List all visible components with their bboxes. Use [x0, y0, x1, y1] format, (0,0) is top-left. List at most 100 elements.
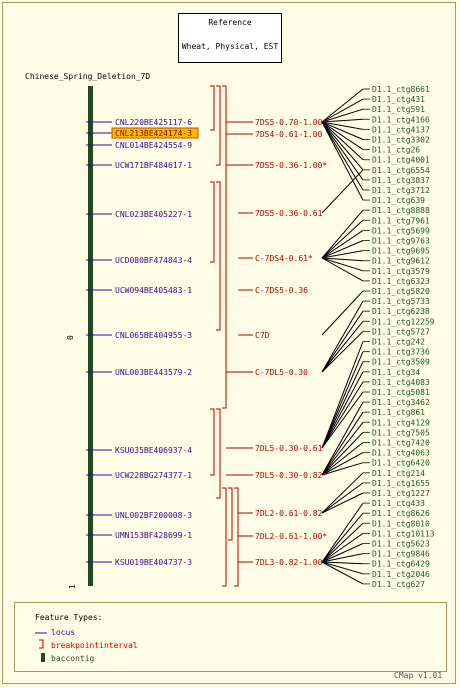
- reference-map-set[interactable]: Wheat, Physical, EST: [181, 42, 279, 51]
- map-title[interactable]: Chinese_Spring_Deletion_7D: [25, 72, 151, 81]
- contig-label[interactable]: D1.1_ctg5727: [372, 327, 430, 336]
- contig-label[interactable]: D1.1_ctg5733: [372, 297, 430, 306]
- locus-label[interactable]: CNL023BE405227-1: [115, 210, 192, 219]
- contig-label[interactable]: D1.1_ctg6420: [372, 459, 430, 468]
- breakpoint-bracket[interactable]: [216, 85, 221, 166]
- correspondence-line: [321, 442, 364, 476]
- breakpoint-bracket[interactable]: [216, 181, 221, 331]
- contig-label[interactable]: D1.1_ctg34: [372, 368, 420, 377]
- contig-label[interactable]: D1.1_ctg861: [372, 408, 425, 417]
- breakpoint-bracket[interactable]: [216, 408, 221, 499]
- contig-label[interactable]: D1.1_ctg10113: [372, 529, 435, 538]
- reference-title: Reference: [208, 18, 252, 27]
- interval-label[interactable]: C-7DS4-0.61*: [255, 254, 313, 263]
- locus-label[interactable]: UNL003BE443579-2: [115, 368, 192, 377]
- contig-label[interactable]: D1.1_ctg3736: [372, 348, 430, 357]
- contig-label[interactable]: D1.1_ctg5699: [372, 226, 430, 235]
- contig-label[interactable]: D1.1_ctg3579: [372, 267, 430, 276]
- contig-label[interactable]: D1.1_ctg4166: [372, 115, 430, 124]
- interval-label[interactable]: 7DL2-0.61-0.82: [255, 509, 323, 518]
- interval-label[interactable]: C7D: [255, 331, 270, 340]
- locus-label[interactable]: CNL014BE424554-9: [115, 141, 192, 150]
- contig-label[interactable]: D1.1_ctg6554: [372, 166, 430, 175]
- contig-label[interactable]: D1.1_ctg6238: [372, 307, 430, 316]
- contig-label[interactable]: D1.1_ctg12259: [372, 317, 435, 326]
- contig-label[interactable]: D1.1_ctg4063: [372, 449, 430, 458]
- contig-label[interactable]: D1.1_ctg7505: [372, 428, 430, 437]
- correspondence-line: [321, 250, 364, 259]
- contig-label[interactable]: D1.1_ctg26: [372, 146, 420, 155]
- contig-label[interactable]: D1.1_ctg6429: [372, 560, 430, 569]
- correspondence-line: [321, 331, 364, 373]
- contig-label[interactable]: D1.1_ctg8010: [372, 519, 430, 528]
- correspondence-line: [321, 121, 364, 181]
- contig-label[interactable]: D1.1_ctg4129: [372, 418, 430, 427]
- breakpoint-bracket[interactable]: [210, 181, 215, 263]
- contig-label[interactable]: D1.1_ctg3509: [372, 358, 430, 367]
- contig-label[interactable]: D1.1_ctg3302: [372, 136, 430, 145]
- correspondence-line: [321, 121, 364, 201]
- interval-label[interactable]: C-7DS5-0.36: [255, 286, 308, 295]
- contig-label[interactable]: D1.1_ctg3462: [372, 398, 430, 407]
- contig-label[interactable]: D1.1_ctg6323: [372, 277, 430, 286]
- breakpoint-bracket[interactable]: [234, 487, 239, 587]
- interval-label[interactable]: 7DS4-0.61-1.00: [255, 130, 323, 139]
- locus-label[interactable]: CNL220BE425117-6: [115, 118, 192, 127]
- contig-label[interactable]: D1.1_ctg214: [372, 469, 425, 478]
- locus-label[interactable]: UMN153BF428699-1: [115, 531, 192, 540]
- interval-label[interactable]: 7DL5-0.30-0.82*: [255, 471, 327, 480]
- contig-label[interactable]: D1.1_ctg7961: [372, 216, 430, 225]
- contig-label[interactable]: D1.1_ctg8661: [372, 85, 430, 94]
- contig-label[interactable]: D1.1_ctg1227: [372, 489, 430, 498]
- contig-label[interactable]: D1.1_ctg627: [372, 580, 425, 589]
- reference-box[interactable]: Reference Wheat, Physical, EST: [178, 13, 282, 63]
- locus-label[interactable]: CNL065BE404955-3: [115, 331, 192, 340]
- contig-label[interactable]: D1.1_ctg9612: [372, 257, 430, 266]
- locus-label[interactable]: UCW094BE405483-1: [115, 286, 192, 295]
- contig-label[interactable]: D1.1_ctg1655: [372, 479, 430, 488]
- contig-label[interactable]: D1.1_ctg2046: [372, 570, 430, 579]
- baccontig-bar[interactable]: [88, 86, 93, 586]
- contig-label[interactable]: D1.1_ctg591: [372, 105, 425, 114]
- contig-label[interactable]: D1.1_ctg8888: [372, 206, 430, 215]
- contig-label[interactable]: D1.1_ctg9695: [372, 247, 430, 256]
- contig-label[interactable]: D1.1_ctg639: [372, 196, 425, 205]
- contig-label[interactable]: D1.1_ctg5081: [372, 388, 430, 397]
- contig-label[interactable]: D1.1_ctg242: [372, 338, 425, 347]
- locus-label[interactable]: UCD080BF474843-4: [115, 256, 192, 265]
- correspondence-line: [321, 88, 364, 123]
- locus-label[interactable]: KSU019BE404737-3: [115, 558, 192, 567]
- interval-label[interactable]: 7DS5-0.36-0.61: [255, 209, 323, 218]
- breakpoint-bracket[interactable]: [222, 85, 227, 409]
- correspondence-line: [321, 371, 364, 449]
- contig-label[interactable]: D1.1_ctg3837: [372, 176, 430, 185]
- interval-label[interactable]: 7DL2-0.61-1.00*: [255, 532, 327, 541]
- correspondence-line: [321, 290, 364, 336]
- contig-label[interactable]: D1.1_ctg4083: [372, 378, 430, 387]
- contig-label[interactable]: D1.1_ctg5623: [372, 540, 430, 549]
- contig-label[interactable]: D1.1_ctg5820: [372, 287, 430, 296]
- interval-label[interactable]: C-7DL5-0.30: [255, 368, 308, 377]
- contig-label[interactable]: D1.1_ctg431: [372, 95, 425, 104]
- contig-label[interactable]: D1.1_ctg3712: [372, 186, 430, 195]
- contig-label[interactable]: D1.1_ctg433: [372, 499, 425, 508]
- contig-label[interactable]: D1.1_ctg4137: [372, 125, 430, 134]
- interval-label[interactable]: 7DL5-0.30-0.61: [255, 444, 323, 453]
- breakpoint-bracket[interactable]: [210, 408, 215, 476]
- interval-label[interactable]: 7DL3-0.82-1.00: [255, 558, 323, 567]
- interval-label[interactable]: 7DS5-0.36-1.00*: [255, 161, 327, 170]
- locus-label[interactable]: UNL002BF200008-3: [115, 511, 192, 520]
- breakpoint-bracket[interactable]: [228, 487, 233, 541]
- locus-label[interactable]: UCW171BF484617-1: [115, 161, 192, 170]
- contig-label[interactable]: D1.1_ctg7420: [372, 439, 430, 448]
- contig-label[interactable]: D1.1_ctg4001: [372, 156, 430, 165]
- contig-label[interactable]: D1.1_ctg8626: [372, 509, 430, 518]
- contig-label[interactable]: D1.1_ctg9763: [372, 237, 430, 246]
- locus-label[interactable]: CNL213BE424174-3: [115, 129, 192, 138]
- breakpoint-bracket[interactable]: [222, 487, 227, 587]
- locus-label[interactable]: UCW228BG274377-1: [115, 471, 192, 480]
- breakpoint-bracket[interactable]: [210, 85, 215, 131]
- locus-label[interactable]: KSU035BE406937-4: [115, 446, 192, 455]
- contig-label[interactable]: D1.1_ctg9846: [372, 550, 430, 559]
- interval-label[interactable]: 7DS5-0.70-1.00*: [255, 118, 327, 127]
